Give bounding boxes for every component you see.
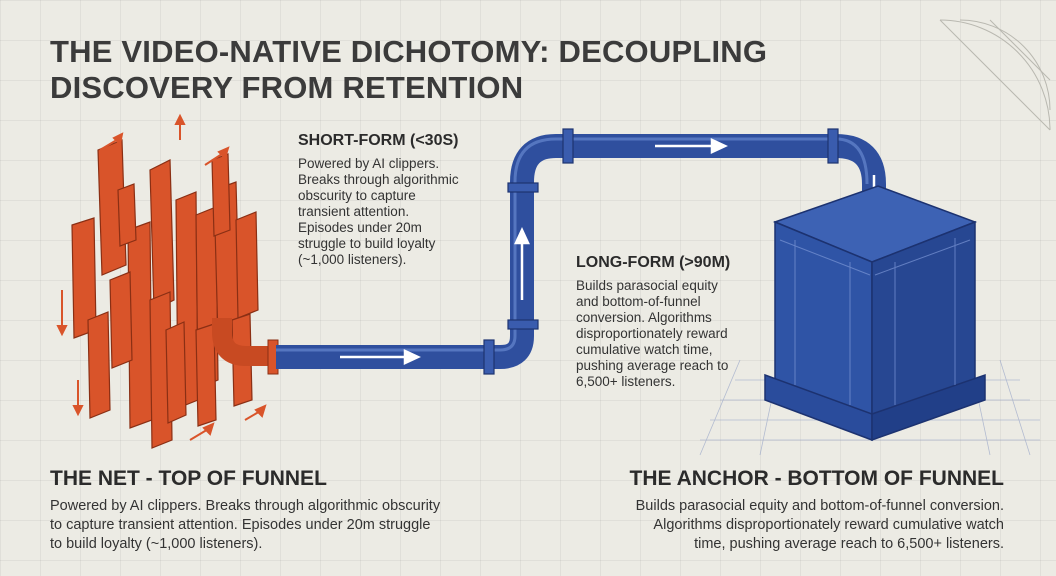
short-form-description: Powered by AI clippers. Breaks through a…	[298, 156, 528, 268]
short-form-line: struggle to build loyalty	[298, 236, 436, 251]
net-line: Powered by AI clippers. Breaks through a…	[50, 498, 441, 514]
short-form-line: transient attention.	[298, 204, 410, 219]
pipe-flange	[483, 339, 495, 375]
net-section: THE NET - TOP OF FUNNEL Powered by AI cl…	[50, 467, 520, 554]
net-description: Powered by AI clippers. Breaks through a…	[50, 497, 520, 554]
pipe-flange	[562, 128, 574, 164]
long-form-line: 6,500+ listeners.	[576, 374, 676, 389]
title-line-1: THE VIDEO-NATIVE DICHOTOMY: DECOUPLING	[50, 34, 768, 69]
long-form-line: Builds parasocial equity	[576, 278, 718, 293]
anchor-section: THE ANCHOR - BOTTOM OF FUNNEL Builds par…	[584, 467, 1004, 554]
anchor-description: Builds parasocial equity and bottom-of-f…	[584, 497, 1004, 554]
anchor-line: time, pushing average reach to 6,500+ li…	[694, 536, 1004, 552]
pipe-flange	[507, 319, 539, 330]
net-line: to capture transient attention. Episodes…	[50, 517, 431, 533]
long-form-line: disproportionately reward	[576, 326, 728, 341]
pipe-flange	[507, 182, 539, 193]
pipe-system	[276, 128, 893, 375]
anchor-line: Algorithms disproportionately reward cum…	[653, 517, 1004, 533]
short-form-line: Episodes under 20m	[298, 220, 422, 235]
anchor-tank	[764, 185, 986, 442]
net-line: to build loyalty (~1,000 listeners).	[50, 536, 263, 552]
long-form-line: cumulative watch time,	[576, 342, 713, 357]
drafting-compass-decoration	[939, 19, 1051, 131]
net-motion-arrows	[56, 113, 267, 441]
short-form-line: Powered by AI clippers.	[298, 156, 440, 171]
anchor-line: Builds parasocial equity and bottom-of-f…	[635, 498, 1004, 514]
long-form-description: Builds parasocial equity and bottom-of-f…	[576, 278, 776, 390]
pipe-flange	[827, 128, 839, 164]
long-form-callout: LONG-FORM (>90M) Builds parasocial equit…	[576, 254, 776, 390]
pipe-main	[276, 134, 886, 369]
long-form-line: pushing average reach to	[576, 358, 729, 373]
title-line-2: DISCOVERY FROM RETENTION	[50, 70, 524, 105]
short-form-heading: SHORT-FORM (<30S)	[298, 132, 459, 149]
pipe-highlight	[276, 137, 869, 352]
page-title: THE VIDEO-NATIVE DICHOTOMY: DECOUPLING D…	[50, 34, 767, 106]
long-form-heading: LONG-FORM (>90M)	[576, 254, 731, 271]
anchor-heading: THE ANCHOR - BOTTOM OF FUNNEL	[629, 467, 1004, 490]
long-form-line: conversion. Algorithms	[576, 310, 712, 325]
long-form-line: and bottom-of-funnel	[576, 294, 701, 309]
net-outlet-elbow	[212, 318, 272, 366]
short-form-line: obscurity to capture	[298, 188, 416, 203]
short-form-line: (~1,000 listeners).	[298, 252, 407, 267]
tank-base-right	[871, 373, 986, 442]
short-form-line: Breaks through algorithmic	[298, 172, 459, 187]
short-form-callout: SHORT-FORM (<30S) Powered by AI clippers…	[298, 132, 528, 268]
net-heading: THE NET - TOP OF FUNNEL	[50, 467, 327, 490]
net-orange-fragments	[71, 139, 259, 449]
